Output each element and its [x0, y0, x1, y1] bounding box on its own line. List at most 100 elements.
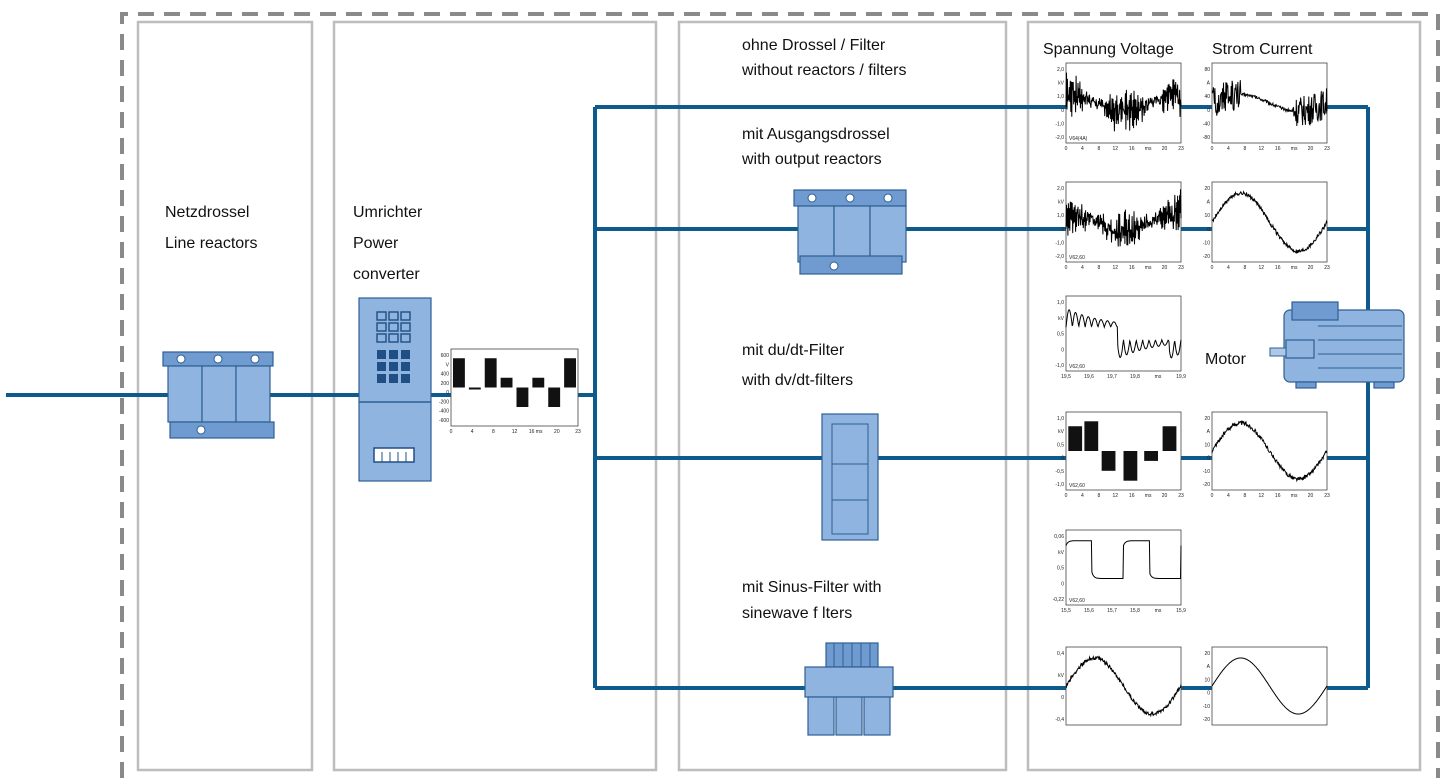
keypad-key-solid — [401, 350, 410, 359]
y-tick-label: -200 — [439, 399, 449, 405]
sinewave-filter-device — [804, 642, 894, 736]
x-tick-label: ms — [1145, 146, 1152, 152]
waveform-trace — [1065, 72, 1182, 132]
pwm-block — [548, 387, 561, 407]
line-reactor-device — [162, 351, 275, 439]
waveform-trace — [1211, 420, 1328, 483]
x-tick-label: 16 — [1275, 146, 1281, 152]
x-tick-label: 19,9 — [1176, 374, 1186, 380]
y-tick-label: 0 — [1061, 695, 1064, 701]
keypad-key-solid — [389, 350, 398, 359]
x-tick-label: 8 — [1097, 146, 1100, 152]
keypad-key-solid — [389, 362, 398, 371]
line-reactor-label: Netzdrossel Line reactors — [165, 204, 258, 252]
keypad-key — [376, 333, 387, 343]
y-tick-label: -2,0 — [1055, 135, 1064, 141]
x-tick-label: 20 — [1308, 265, 1314, 271]
y-tick-label: A — [1207, 81, 1211, 87]
y-tick-label: 0 — [1207, 227, 1210, 233]
pulse-block — [1123, 451, 1138, 481]
y-tick-label: 1,0 — [1057, 213, 1064, 219]
svg-text:Umrichter: Umrichter — [353, 204, 423, 221]
x-tick-label: 20 — [1162, 265, 1168, 271]
y-tick-label: 10 — [1204, 677, 1210, 683]
y-tick-label: 0,06 — [1054, 534, 1064, 540]
x-tick-label: 16 — [1275, 265, 1281, 271]
waveform-trace — [1065, 309, 1182, 359]
y-tick-label: 0 — [446, 390, 449, 396]
x-tick-label: 19,8 — [1130, 374, 1140, 380]
x-tick-label: 8 — [1243, 146, 1246, 152]
x-tick-label: 12 — [1259, 493, 1265, 499]
y-tick-label: kV — [1058, 316, 1065, 322]
pulse-block — [1162, 426, 1177, 451]
y-tick-label: -0,22 — [1053, 597, 1065, 603]
x-tick-label: 23 — [1178, 493, 1184, 499]
y-tick-label: -20 — [1203, 254, 1210, 260]
motor-device — [1269, 301, 1405, 389]
dvdt-filter-label: mit du/dt-Filter with dv/dt-filters — [741, 342, 853, 389]
output-reactor-label: mit Ausgangsdrossel with output reactors — [741, 126, 890, 168]
x-tick-label: 8 — [1243, 265, 1246, 271]
keypad-key — [400, 311, 411, 321]
svg-text:with output reactors: with output reactors — [741, 151, 882, 168]
keypad-key — [400, 322, 411, 332]
y-tick-label: 20 — [1204, 186, 1210, 192]
x-tick-label: 0 — [1065, 265, 1068, 271]
y-tick-label: 1,0 — [1057, 94, 1064, 100]
plot-tag: V62,60 — [1069, 598, 1085, 604]
pulse-block — [1144, 451, 1158, 461]
y-tick-label: A — [1207, 429, 1211, 435]
y-tick-label: 0 — [1061, 108, 1064, 114]
waveform-trace — [1065, 189, 1182, 247]
y-tick-label: 10 — [1204, 442, 1210, 448]
svg-text:Line reactors: Line reactors — [165, 235, 258, 252]
y-tick-label: -1,0 — [1055, 363, 1064, 369]
pwm-block — [516, 387, 529, 407]
x-tick-label: 15,8 — [1130, 608, 1140, 614]
y-tick-label: 1,0 — [1057, 300, 1064, 306]
pwm-block — [484, 358, 497, 388]
y-tick-label: -20 — [1203, 717, 1210, 723]
x-tick-label: 15,9 — [1176, 608, 1186, 614]
y-tick-label: A — [1207, 200, 1211, 206]
x-tick-label: 23 — [575, 429, 581, 435]
y-tick-label: 200 — [441, 381, 450, 387]
y-tick-label: 0 — [1061, 227, 1064, 233]
y-tick-label: -80 — [1203, 135, 1210, 141]
y-tick-label: 1,0 — [1057, 416, 1064, 422]
x-tick-label: 16 — [1129, 146, 1135, 152]
x-tick-label: 15,6 — [1084, 608, 1094, 614]
keypad-key-solid — [377, 350, 386, 359]
y-tick-label: 0,5 — [1057, 442, 1064, 448]
y-tick-label: kV — [1058, 550, 1065, 556]
x-tick-label: 20 — [1162, 493, 1168, 499]
motor-label: Motor — [1205, 351, 1247, 368]
x-tick-label: 0 — [1211, 146, 1214, 152]
x-tick-label: ms — [1145, 493, 1152, 499]
pulse-block — [1101, 451, 1116, 471]
power-converter-device — [358, 297, 432, 482]
y-tick-label: 2,0 — [1057, 186, 1064, 192]
x-tick-label: 23 — [1324, 493, 1330, 499]
x-tick-label: 0 — [1211, 265, 1214, 271]
x-tick-label: 19,6 — [1084, 374, 1094, 380]
x-tick-label: 20 — [1308, 146, 1314, 152]
y-tick-label: 400 — [441, 372, 450, 378]
plot-frame — [1065, 295, 1182, 372]
y-tick-label: -400 — [439, 409, 449, 415]
x-tick-label: ms — [1291, 265, 1298, 271]
y-tick-label: -1,0 — [1055, 482, 1064, 488]
svg-text:ohne Drossel / Filter: ohne Drossel / Filter — [742, 37, 886, 54]
y-tick-label: kV — [1058, 673, 1065, 679]
x-tick-label: 23 — [1324, 265, 1330, 271]
x-tick-label: 12 — [512, 429, 518, 435]
svg-text:mit Sinus-Filter with: mit Sinus-Filter with — [742, 579, 882, 596]
y-tick-label: 0,5 — [1057, 566, 1064, 572]
keypad-key — [376, 322, 387, 332]
